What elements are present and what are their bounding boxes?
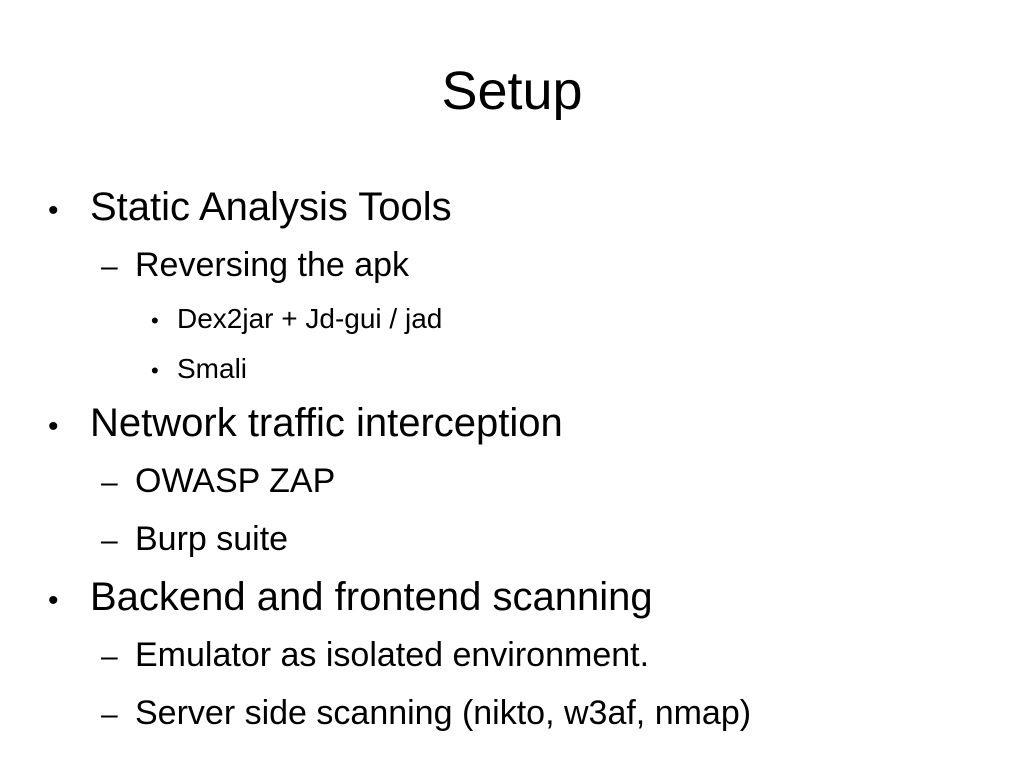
page-title: Setup: [441, 61, 583, 121]
bullet-item-label: Static Analysis Tools: [90, 185, 452, 229]
slide-body-list: •Static Analysis Tools–Reversing the apk…: [0, 178, 1024, 742]
bullet-item-level2: –Burp suite: [0, 510, 1024, 568]
bullet-marker-icon: •: [151, 308, 159, 333]
bullet-marker-icon: •: [48, 410, 59, 443]
bullet-marker-icon: –: [101, 466, 118, 499]
bullet-marker-icon: –: [101, 640, 118, 673]
bullet-item-level3: • Dex2jar + Jd-gui / jad: [0, 294, 1024, 344]
bullet-item-label: Network traffic interception: [90, 401, 563, 445]
bullet-item-label: Smali: [177, 353, 248, 384]
bullet-item-level3: • Smali: [0, 344, 1024, 394]
bullet-marker-icon: –: [101, 250, 118, 283]
bullet-marker-icon: •: [48, 194, 59, 227]
bullet-item-label: Reversing the apk: [135, 246, 410, 284]
bullet-item-level2: –Emulator as isolated environment.: [0, 626, 1024, 684]
bullet-item-level2: –Server side scanning (nikto, w3af, nmap…: [0, 684, 1024, 742]
bullet-marker-icon: –: [101, 524, 118, 557]
bullet-item-level1: • Static Analysis Tools: [0, 178, 1024, 236]
bullet-item-level1: • Network traffic interception: [0, 394, 1024, 452]
bullet-item-label: Emulator as isolated environment.: [135, 636, 650, 674]
bullet-item-level1: • Backend and frontend scanning: [0, 568, 1024, 626]
bullet-item-level2: –Reversing the apk: [0, 236, 1024, 294]
bullet-marker-icon: •: [48, 584, 59, 617]
bullet-item-label: Burp suite: [135, 520, 289, 558]
bullet-item-label: OWASP ZAP: [135, 462, 336, 500]
bullet-marker-icon: •: [151, 358, 159, 383]
bullet-marker-icon: –: [101, 698, 118, 731]
bullet-item-level2: –OWASP ZAP: [0, 452, 1024, 510]
bullet-item-label: Server side scanning (nikto, w3af, nmap): [135, 694, 752, 732]
bullet-item-label: Dex2jar + Jd-gui / jad: [177, 303, 443, 334]
bullet-item-label: Backend and frontend scanning: [90, 575, 653, 619]
